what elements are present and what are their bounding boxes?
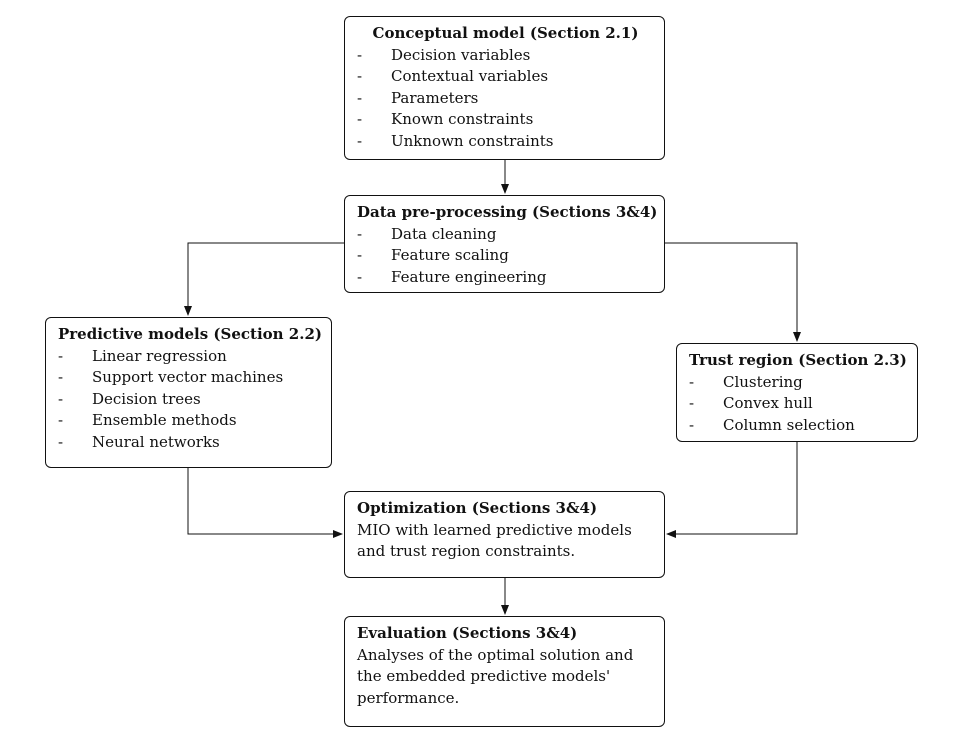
list-item: -Column selection <box>689 415 855 434</box>
list-item: -Linear regression <box>58 346 227 365</box>
list-item: -Convex hull <box>689 394 813 412</box>
edge-trust-region-to-optimization <box>666 442 798 538</box>
conceptual-model-list: -Decision variables -Contextual variable… <box>357 45 654 153</box>
list-item: -Ensemble methods <box>58 411 237 429</box>
edge-predictive-to-optimization <box>187 468 343 538</box>
evaluation-title: Evaluation (Sections 3&4) <box>357 624 578 642</box>
list-item: -Decision trees <box>58 389 201 408</box>
edge-preprocessing-to-trust-region <box>665 242 801 342</box>
list-item: -Feature scaling <box>357 246 509 264</box>
data-preprocessing-box: Data pre-processing (Sections 3&4) -Data… <box>344 195 665 293</box>
optimization-box: Optimization (Sections 3&4) MIO with lea… <box>344 491 665 578</box>
list-item: -Feature engineering <box>357 267 547 286</box>
predictive-models-box: Predictive models (Section 2.2) -Linear … <box>45 317 332 468</box>
description-line: MIO with learned predictive models <box>357 520 632 539</box>
list-item: -Data cleaning <box>357 224 497 243</box>
data-preprocessing-title: Data pre-processing (Sections 3&4) <box>357 203 658 221</box>
edge-preprocessing-to-predictive <box>184 242 344 316</box>
description-line: performance. <box>357 688 460 707</box>
optimization-title: Optimization (Sections 3&4) <box>357 499 598 517</box>
description-line: the embedded predictive models' <box>357 667 611 685</box>
trust-region-list: -Clustering -Convex hull -Column selecti… <box>689 372 907 437</box>
list-item: -Known constraints <box>357 110 534 128</box>
predictive-models-title: Predictive models (Section 2.2) <box>58 325 322 343</box>
predictive-models-list: -Linear regression -Support vector machi… <box>58 346 321 454</box>
description-line: Analyses of the optimal solution and <box>357 645 634 664</box>
list-item: -Neural networks <box>58 432 220 451</box>
list-item: -Clustering <box>689 372 803 391</box>
description-line: and trust region constraints. <box>357 542 576 560</box>
list-item: -Contextual variables <box>357 67 549 85</box>
evaluation-description: Analyses of the optimal solution and the… <box>357 645 654 710</box>
conceptual-model-title: Conceptual model (Section 2.1) <box>372 24 639 42</box>
evaluation-box: Evaluation (Sections 3&4) Analyses of th… <box>344 616 665 727</box>
optimization-description: MIO with learned predictive models and t… <box>357 520 654 563</box>
trust-region-title: Trust region (Section 2.3) <box>689 351 907 369</box>
list-item: -Unknown constraints <box>357 131 554 150</box>
list-item: -Parameters <box>357 88 479 107</box>
data-preprocessing-list: -Data cleaning -Feature scaling -Feature… <box>357 224 654 289</box>
list-item: -Support vector machines <box>58 368 284 386</box>
trust-region-box: Trust region (Section 2.3) -Clustering -… <box>676 343 918 442</box>
list-item: -Decision variables <box>357 45 531 64</box>
conceptual-model-box: Conceptual model (Section 2.1) -Decision… <box>344 16 665 160</box>
